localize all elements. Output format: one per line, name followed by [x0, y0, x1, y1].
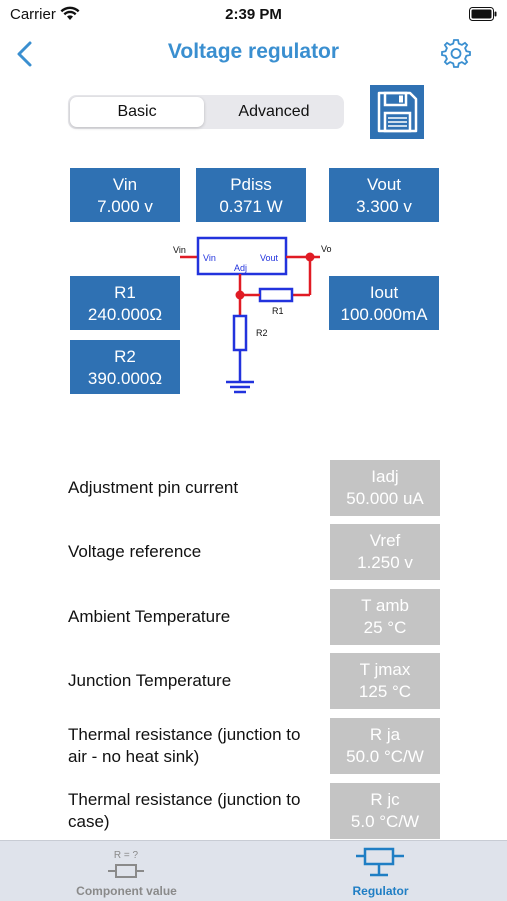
iadj-box-label: Iadj: [371, 467, 399, 486]
param-row-thermal-resistance-air: Thermal resistance (junction to air - no…: [0, 718, 507, 774]
tab-advanced[interactable]: Advanced: [238, 103, 310, 120]
vin-box-label: Vin: [112, 175, 138, 194]
param-label: Thermal resistance (junction to case): [68, 790, 301, 831]
pdiss-box[interactable]: Pdiss 0.371 W: [196, 168, 306, 222]
vref-box-label: Vref: [369, 531, 401, 550]
rja-box[interactable]: R ja 50.0 °C/W: [330, 718, 440, 774]
param-label: Voltage reference: [68, 542, 202, 561]
r1-box-label: R1: [114, 283, 136, 302]
resistor-r2: [232, 314, 248, 352]
iout-box-label: Iout: [369, 283, 399, 302]
chip-adj-label: Adj: [234, 263, 247, 273]
vin-box-value: 7.000 v: [97, 197, 153, 216]
r2-box[interactable]: R2 390.000Ω: [70, 340, 180, 394]
tab-component-value-label: Component value: [76, 884, 177, 898]
vout-box[interactable]: Vout 3.300 v: [329, 168, 439, 222]
chip-vin-label: Vin: [203, 253, 216, 263]
svg-text:R = ?: R = ?: [114, 850, 139, 861]
tab-component-value[interactable]: R = ? Component value: [0, 841, 253, 901]
regulator-content: Basic Advanced Vin 7.000 v Pdiss 0.371 W…: [0, 80, 507, 840]
vref-box[interactable]: Vref 1.250 v: [330, 524, 440, 580]
rja-box-value: 50.0 °C/W: [346, 747, 424, 766]
resistor-question-icon: R = ?: [0, 847, 253, 886]
back-chevron-icon[interactable]: [14, 40, 38, 68]
floppy-disk-icon: [370, 91, 424, 143]
param-row-adjustment-current: Adjustment pin current Iadj 50.000 uA: [0, 460, 507, 516]
mode-segmented-control: Basic Advanced: [68, 95, 344, 129]
tjmax-box[interactable]: T jmax 125 °C: [330, 653, 440, 709]
rjc-box-value: 5.0 °C/W: [350, 812, 420, 831]
tab-basic[interactable]: Basic: [70, 97, 204, 127]
regulator-circuit-diagram: Vin Vin Vout Adj Vo R1 R2: [173, 236, 332, 394]
vout-box-value: 3.300 v: [356, 197, 412, 216]
resistor-r1: [258, 287, 294, 303]
battery-icon: [469, 7, 497, 25]
save-button[interactable]: [370, 85, 424, 139]
wifi-icon: [60, 5, 80, 25]
circuit-vo-pin-label: Vo: [321, 244, 332, 254]
vin-box[interactable]: Vin 7.000 v: [70, 168, 180, 222]
page-title: Voltage regulator: [167, 40, 340, 63]
tamb-box[interactable]: T amb 25 °C: [330, 589, 440, 645]
param-row-ambient-temperature: Ambient Temperature T amb 25 °C: [0, 589, 507, 645]
param-label: Thermal resistance (junction to air - no…: [68, 725, 301, 766]
chip-vout-label: Vout: [260, 253, 279, 263]
status-bar: Carrier 2:39 PM: [0, 0, 507, 28]
tamb-box-label: T amb: [361, 596, 409, 615]
r1-box[interactable]: R1 240.000Ω: [70, 276, 180, 330]
rjc-box-label: R jc: [370, 790, 400, 809]
clock: 2:39 PM: [225, 6, 282, 23]
circuit-vin-pin-label: Vin: [173, 245, 186, 255]
tab-regulator[interactable]: Regulator: [254, 841, 507, 901]
param-label: Junction Temperature: [68, 671, 232, 690]
circuit-r2-label: R2: [256, 328, 268, 338]
carrier-label: Carrier: [10, 6, 56, 23]
param-label: Adjustment pin current: [68, 478, 239, 497]
pdiss-box-value: 0.371 W: [219, 197, 283, 216]
iout-box-value: 100.000mA: [340, 305, 428, 324]
regulator-icon: [254, 847, 507, 886]
pdiss-box-label: Pdiss: [230, 175, 272, 194]
gear-icon[interactable]: [441, 38, 471, 68]
rjc-box[interactable]: R jc 5.0 °C/W: [330, 783, 440, 839]
vout-box-label: Vout: [366, 175, 402, 194]
tjmax-box-value: 125 °C: [358, 682, 412, 701]
param-label: Ambient Temperature: [68, 607, 231, 626]
iadj-box[interactable]: Iadj 50.000 uA: [330, 460, 440, 516]
bottom-tab-bar: R = ? Component value Regulator: [0, 840, 507, 901]
rja-box-label: R ja: [369, 725, 401, 744]
iadj-box-value: 50.000 uA: [346, 489, 424, 508]
param-row-thermal-resistance-case: Thermal resistance (junction to case) R …: [0, 783, 507, 839]
r2-box-label: R2: [114, 347, 136, 366]
vref-box-value: 1.250 v: [357, 553, 413, 572]
circuit-r1-label: R1: [272, 306, 284, 316]
r1-box-value: 240.000Ω: [87, 305, 163, 324]
param-row-voltage-reference: Voltage reference Vref 1.250 v: [0, 524, 507, 580]
tab-regulator-label: Regulator: [352, 884, 409, 898]
iout-box[interactable]: Iout 100.000mA: [329, 276, 439, 330]
param-row-junction-temperature: Junction Temperature T jmax 125 °C: [0, 653, 507, 709]
navigation-bar: Voltage regulator: [0, 28, 507, 81]
r2-box-value: 390.000Ω: [87, 369, 163, 388]
tamb-box-value: 25 °C: [363, 618, 407, 637]
tjmax-box-label: T jmax: [359, 660, 411, 679]
